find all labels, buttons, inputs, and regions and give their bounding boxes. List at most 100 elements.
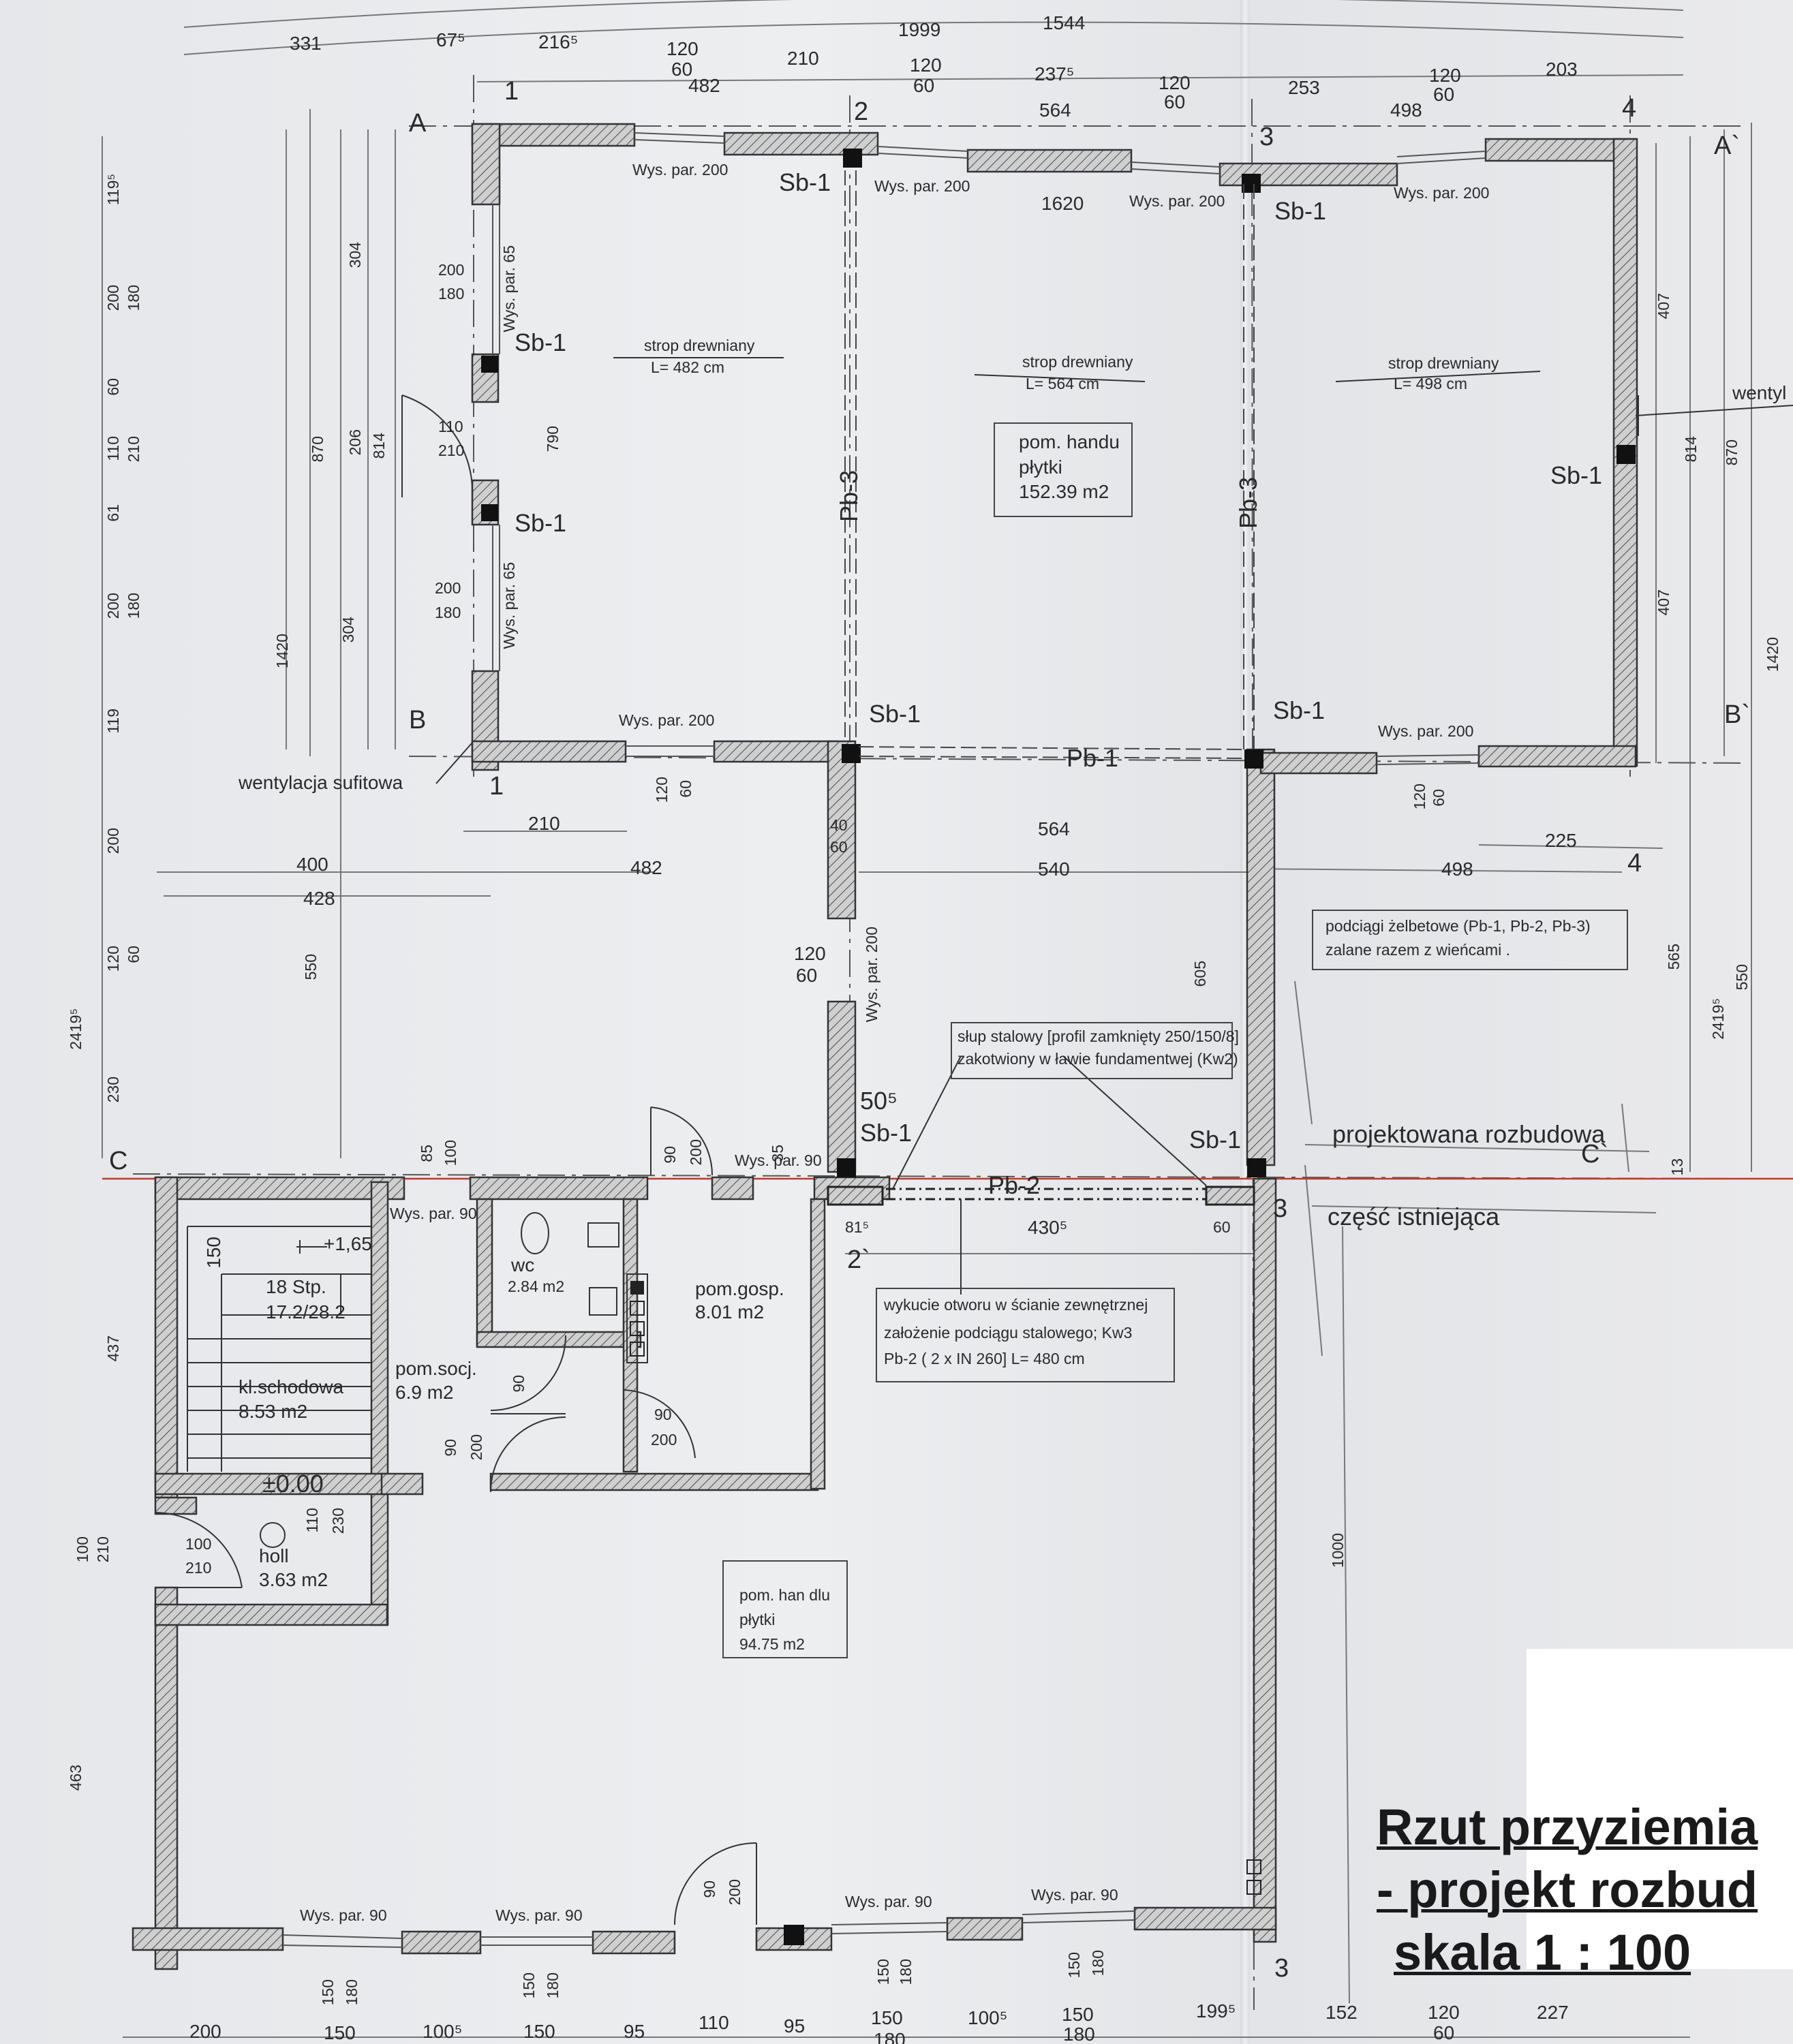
dimension-value: 216⁵ xyxy=(538,31,579,52)
beam-label-sb1: Sb-1 xyxy=(1274,197,1327,225)
sanitary-fixtures xyxy=(260,1212,648,1548)
dimension-value: 60 xyxy=(1433,84,1455,105)
dimension-value: 790 xyxy=(544,426,562,452)
dimension-value: 463 xyxy=(67,1765,85,1791)
dimension-value: 40 xyxy=(830,816,848,834)
dimension-value: 110 xyxy=(104,436,122,461)
room-name-hall: holl xyxy=(259,1545,289,1566)
note-steel-column-line1: słup stalowy [profil zamknięty 250/150/8… xyxy=(957,1027,1239,1045)
room-area-stairs: 8.53 m2 xyxy=(239,1401,308,1422)
room-tag-upper-shop xyxy=(994,422,1133,517)
dimension-value: 60 xyxy=(796,965,818,986)
dimension-value: 200 xyxy=(438,261,465,279)
axis-label-3-top: 3 xyxy=(1259,123,1274,151)
dimension-value: 200 xyxy=(726,1879,744,1906)
dimension-value: 110 xyxy=(303,1508,321,1533)
dimension-value: 180 xyxy=(1063,2024,1095,2044)
dimension-value: 200 xyxy=(104,828,122,854)
dimension-value: 180 xyxy=(343,1979,361,2006)
dimension-value: 60 xyxy=(1164,91,1186,112)
dimension-value: 407 xyxy=(1655,589,1672,616)
dimension-value: 150 xyxy=(324,2022,356,2043)
note-rc-beams-line1: podciągi żelbetowe (Pb-1, Pb-2, Pb-3) xyxy=(1325,917,1591,935)
opening-height: Wys. par. 200 xyxy=(1378,722,1474,740)
dimension-value: 565 xyxy=(1665,944,1683,970)
dimension-value: 498 xyxy=(1390,99,1422,121)
dimension-value: 814 xyxy=(370,433,388,459)
beam-label-pb2: Pb-2 xyxy=(988,1171,1041,1199)
dimension-value: 100⁵ xyxy=(968,2007,1008,2028)
dimension-value: 210 xyxy=(125,436,142,463)
dimension-value: 225 xyxy=(1545,830,1577,851)
dimension-value: 1620 xyxy=(1041,193,1084,214)
dimension-value: 119⁵ xyxy=(104,174,122,206)
dimension-value: 120 xyxy=(653,777,671,803)
dimension-value: 90 xyxy=(654,1406,672,1423)
dimension-value: 119 xyxy=(104,709,122,734)
opening-height: Wys. par. 90 xyxy=(735,1151,822,1169)
dimension-value: 200 xyxy=(468,1434,485,1461)
note-existing-part: część istniejąca xyxy=(1328,1203,1500,1230)
dimension-lines xyxy=(102,0,1752,2038)
stairs-steps: 18 Stp. xyxy=(266,1276,326,1297)
dimension-value: 180 xyxy=(438,285,465,303)
dimension-value: 550 xyxy=(302,954,320,980)
dimension-value: 110 xyxy=(699,2012,729,2033)
dimension-value: 210 xyxy=(185,1559,212,1577)
rc-beams xyxy=(844,170,1255,759)
dimension-value: 95 xyxy=(624,2021,645,2042)
opening-height: Wys. par. 65 xyxy=(500,245,518,332)
dimension-value: 210 xyxy=(528,813,560,834)
note-rc-beams-line2: zalane razem z wieńcami . xyxy=(1325,941,1510,959)
dimension-value: 60 xyxy=(671,59,693,80)
dimension-value: 150 xyxy=(1065,1952,1083,1979)
axis-label-a: A xyxy=(409,109,427,138)
dimension-value: 120 xyxy=(910,55,942,76)
axis-label-c: C xyxy=(109,1147,128,1175)
beam-label-pb3: Pb-3 xyxy=(835,470,863,523)
grid-axes xyxy=(132,75,1745,2011)
note-opening-line3: Pb-2 ( 2 x IN 260] L= 480 cm xyxy=(884,1350,1085,1367)
slab-length-mid: L= 564 cm xyxy=(1026,375,1100,392)
title-line-2: - projekt rozbud xyxy=(1377,1861,1758,1918)
dimension-value: 180 xyxy=(897,1959,915,1985)
room-area-utility: 8.01 m2 xyxy=(695,1301,765,1322)
room-name-utility: pom.gosp. xyxy=(695,1278,784,1299)
room-area-hall: 3.63 m2 xyxy=(259,1569,328,1590)
level-upper: +1,65 xyxy=(324,1233,372,1254)
dimension-value: 120 xyxy=(104,946,122,972)
note-box-steel-column xyxy=(951,1022,1233,1079)
dimension-value: 110 xyxy=(438,418,463,435)
dimension-value: 564 xyxy=(1039,99,1071,121)
dimension-value: 428 xyxy=(303,888,335,909)
walls-extension xyxy=(471,123,1638,1173)
dimension-value: 304 xyxy=(346,242,364,268)
dimension-value: 498 xyxy=(1441,858,1473,880)
dimension-value: 120 xyxy=(1411,784,1428,810)
dimension-value: 152 xyxy=(1325,2002,1358,2023)
dimension-value: 200 xyxy=(104,593,122,619)
room-name-upper-shop: pom. handu xyxy=(1019,431,1120,452)
dimension-value: 13 xyxy=(1668,1158,1686,1176)
dimension-value: 60 xyxy=(913,75,935,96)
slab-label-left: strop drewniany xyxy=(644,337,755,354)
room-area-upper-shop: 152.39 m2 xyxy=(1019,481,1109,502)
dimension-value: 61 xyxy=(104,504,122,522)
dimension-value: 150 xyxy=(523,2021,555,2042)
dimension-value: 35 xyxy=(769,1145,786,1162)
opening-height: Wys. par. 200 xyxy=(632,161,729,179)
dimension-value: 564 xyxy=(1038,818,1070,839)
dimension-value: 120 xyxy=(666,38,699,59)
room-name-social: pom.socj. xyxy=(395,1358,477,1379)
opening-height: Wys. par. 200 xyxy=(874,177,970,195)
room-name-wc: wc xyxy=(511,1254,535,1275)
beam-label-sb1: Sb-1 xyxy=(779,168,831,196)
dimension-value: 180 xyxy=(125,285,142,311)
axis-label-4-top: 4 xyxy=(1622,94,1637,123)
note-opening-line1: wykucie otworu w ścianie zewnętrznej xyxy=(884,1296,1148,1314)
axis-label-a-prime: A` xyxy=(1714,131,1740,160)
dimension-value: 150 xyxy=(871,2007,903,2028)
dimension-value: 120 xyxy=(794,943,826,964)
